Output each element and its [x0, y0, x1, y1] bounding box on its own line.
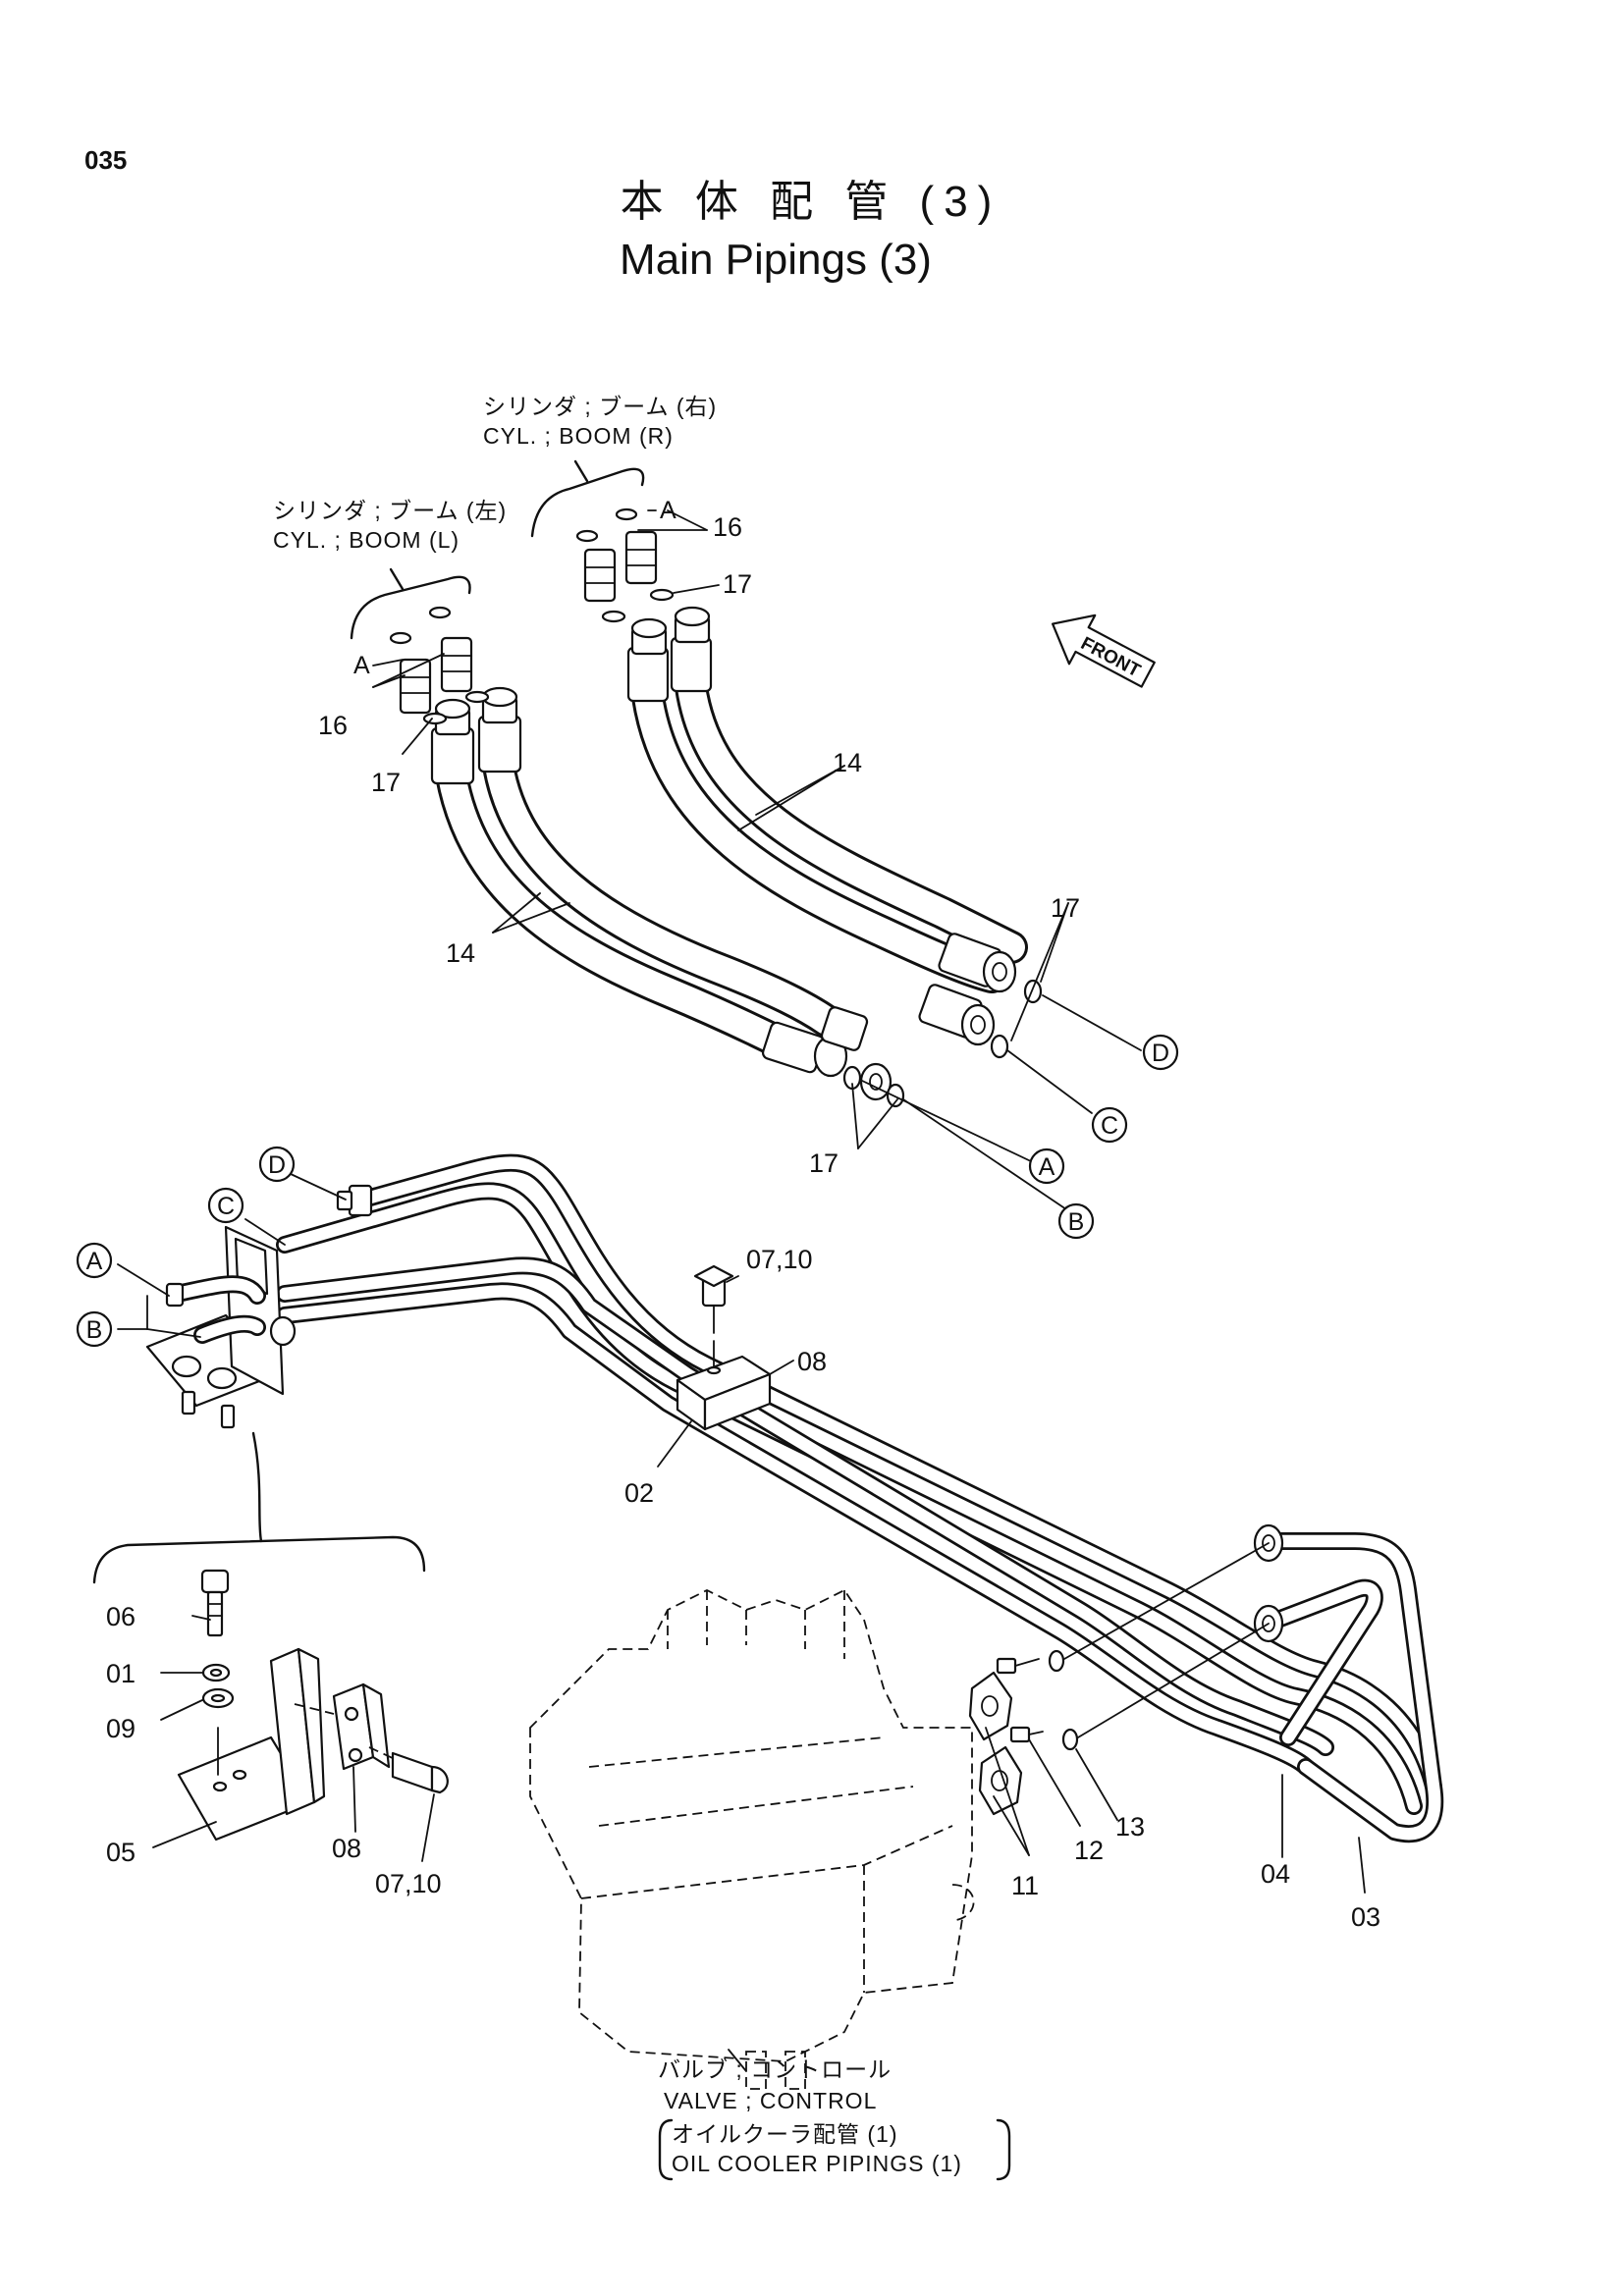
callout-17-mid: 17 [809, 1148, 839, 1178]
title-japanese: 本 体 配 管 (3) [621, 178, 1002, 226]
adapters-16-right [575, 507, 675, 623]
control-valve [529, 1542, 1270, 2090]
callout-08-detail: 08 [332, 1834, 361, 1863]
callout-02: 02 [624, 1478, 654, 1508]
callout-17-right: 17 [723, 569, 752, 599]
letter-a-circle-upper [1028, 1148, 1065, 1185]
letter-d-circle-upper [1142, 1034, 1179, 1071]
boom-r-bracket [530, 467, 645, 538]
boom-r-bracket-tick [573, 459, 589, 483]
boom-r-label-jp: シリンダ ; ブーム (右) [483, 394, 717, 419]
oil-cooler-label-en: OIL COOLER PIPINGS (1) [672, 2151, 962, 2176]
main-pipe-set [276, 1153, 1442, 1815]
letter-b-circle-upper [1057, 1202, 1095, 1240]
callout-03: 03 [1351, 1902, 1380, 1932]
callout-17-left: 17 [371, 768, 401, 797]
hose-end-fittings-left [430, 686, 893, 1101]
detail-bracket [92, 1535, 426, 1584]
boom-r-label-en: CYL. ; BOOM (R) [483, 423, 674, 449]
oil-cooler-bracket-left [658, 2118, 674, 2181]
callout-16-left: 16 [318, 711, 348, 740]
letter-b-circle-lower [76, 1310, 113, 1348]
callout-07-10-mid: 07,10 [746, 1245, 813, 1274]
pipe-bracket-assembly [145, 1225, 297, 1429]
callout-16-right: 16 [713, 512, 742, 542]
o-ring-d [1023, 979, 1043, 1004]
hose-end-fittings-right [626, 606, 1017, 1046]
oil-cooler-label-jp: オイルクーラ配管 (1) [672, 2121, 898, 2147]
callout-06: 06 [106, 1602, 135, 1631]
letter-a-left: A [353, 652, 370, 679]
detail-bracket-view [177, 1569, 449, 1842]
letter-a-upper: A [1039, 1153, 1055, 1181]
oil-cooler-bracket-right [996, 2118, 1011, 2181]
adapters-16-left [389, 606, 490, 725]
title-english: Main Pipings (3) [620, 236, 932, 284]
letter-d-lower: D [268, 1151, 286, 1179]
letter-c-lower: C [217, 1193, 235, 1220]
o-ring-b [886, 1083, 905, 1108]
page-number: 035 [84, 145, 127, 175]
letter-c-circle-lower [207, 1187, 244, 1224]
letter-a-lower: A [86, 1248, 103, 1275]
valve-label-jp: バルブ ; コントロール [658, 2056, 892, 2082]
connection-letter-labels: A A D C A B D C A B [76, 497, 1179, 1348]
callout-13: 13 [1115, 1812, 1145, 1842]
boom-l-label-jp: シリンダ ; ブーム (左) [273, 498, 507, 523]
letter-a-right: A [660, 497, 676, 524]
letter-b-lower: B [86, 1316, 103, 1344]
pipe-end-d-tip [336, 1190, 353, 1211]
callout-17-upper-right: 17 [1051, 893, 1080, 923]
callout-leaders-lower [117, 1173, 1366, 2072]
mid-pipe-clamp [676, 1264, 772, 1431]
front-arrow-icon: FRONT [1051, 614, 1156, 688]
valve-label-en: VALVE ; CONTROL [664, 2088, 877, 2113]
callout-11: 11 [1011, 1871, 1039, 1900]
callout-04: 04 [1261, 1859, 1290, 1889]
letter-c-circle-upper [1091, 1106, 1128, 1144]
pipe-end-d-fitting [348, 1184, 373, 1217]
callout-12: 12 [1074, 1836, 1104, 1865]
callout-05: 05 [106, 1838, 135, 1867]
letter-c-upper: C [1101, 1112, 1118, 1140]
boom-l-bracket [350, 575, 471, 640]
letter-b-upper: B [1068, 1208, 1085, 1236]
boom-l-label-en: CYL. ; BOOM (L) [273, 527, 460, 553]
callout-numbers: 16 17 16 17 14 14 17 17 07,10 08 02 06 0… [106, 512, 1380, 1932]
callout-14-right: 14 [833, 748, 862, 777]
callout-leaders-upper [372, 509, 1142, 1210]
boom-l-bracket-tick [389, 567, 405, 591]
callout-09: 09 [106, 1714, 135, 1743]
callout-08-mid: 08 [797, 1347, 827, 1376]
letter-a-circle-lower [76, 1242, 113, 1279]
detail-leader [251, 1431, 263, 1543]
letter-d-upper: D [1152, 1040, 1169, 1067]
letter-d-circle-lower [258, 1146, 296, 1183]
callout-14-left: 14 [446, 938, 475, 968]
callout-01: 01 [106, 1659, 135, 1688]
hose-14-left-pair [435, 749, 843, 1062]
o-ring-c [990, 1034, 1009, 1059]
callout-07-10-detail: 07,10 [375, 1869, 442, 1898]
